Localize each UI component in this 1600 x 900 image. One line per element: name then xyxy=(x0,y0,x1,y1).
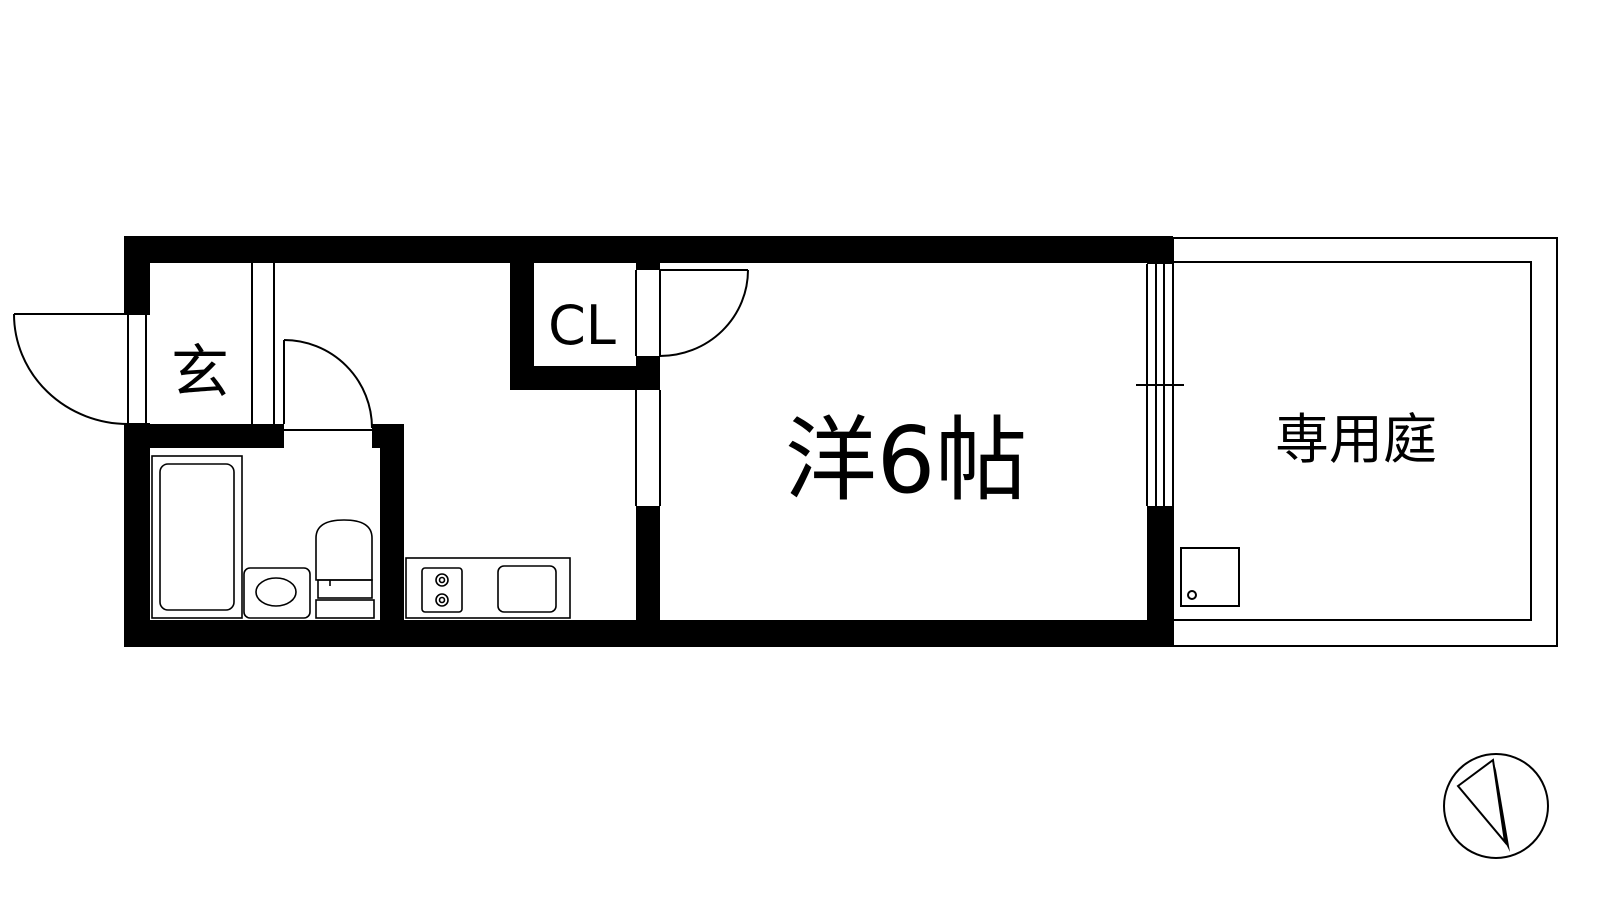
fixtures xyxy=(151,455,571,619)
wall-left-upper xyxy=(124,236,150,314)
thin-lines xyxy=(13,237,1558,647)
wall-left-lower xyxy=(124,424,150,647)
stove-icon xyxy=(421,567,463,613)
walls xyxy=(124,236,1173,647)
wall-bath-right xyxy=(380,424,404,647)
wall-partition-upper xyxy=(636,236,660,270)
room-label-entrance: 玄 xyxy=(171,338,229,406)
room-label-western: 洋6帖 xyxy=(785,407,1028,514)
entrance-door-swing xyxy=(13,313,129,425)
room-label-garden: 専用庭 xyxy=(1275,408,1437,471)
wall-partition-lower xyxy=(636,506,660,647)
wall-closet-bottom xyxy=(510,366,660,390)
kitchen-counter xyxy=(405,557,571,619)
bathtub-icon xyxy=(151,455,243,619)
wall-right-upper xyxy=(1147,236,1173,264)
compass-icon xyxy=(1443,753,1549,859)
wall-bath-top-left xyxy=(124,424,284,448)
wall-closet-left xyxy=(510,236,534,390)
bath-door-swing xyxy=(283,339,373,429)
sink-icon xyxy=(497,565,557,613)
wall-partition-mid xyxy=(636,356,660,390)
wall-right-lower xyxy=(1147,506,1173,647)
washbasin-icon xyxy=(243,567,311,619)
outdoor-unit-icon xyxy=(1180,547,1240,607)
toilet-icon xyxy=(315,519,375,619)
room-door-swing xyxy=(659,269,749,357)
garden-inner xyxy=(1172,261,1532,621)
room-label-closet: CL xyxy=(548,294,616,357)
